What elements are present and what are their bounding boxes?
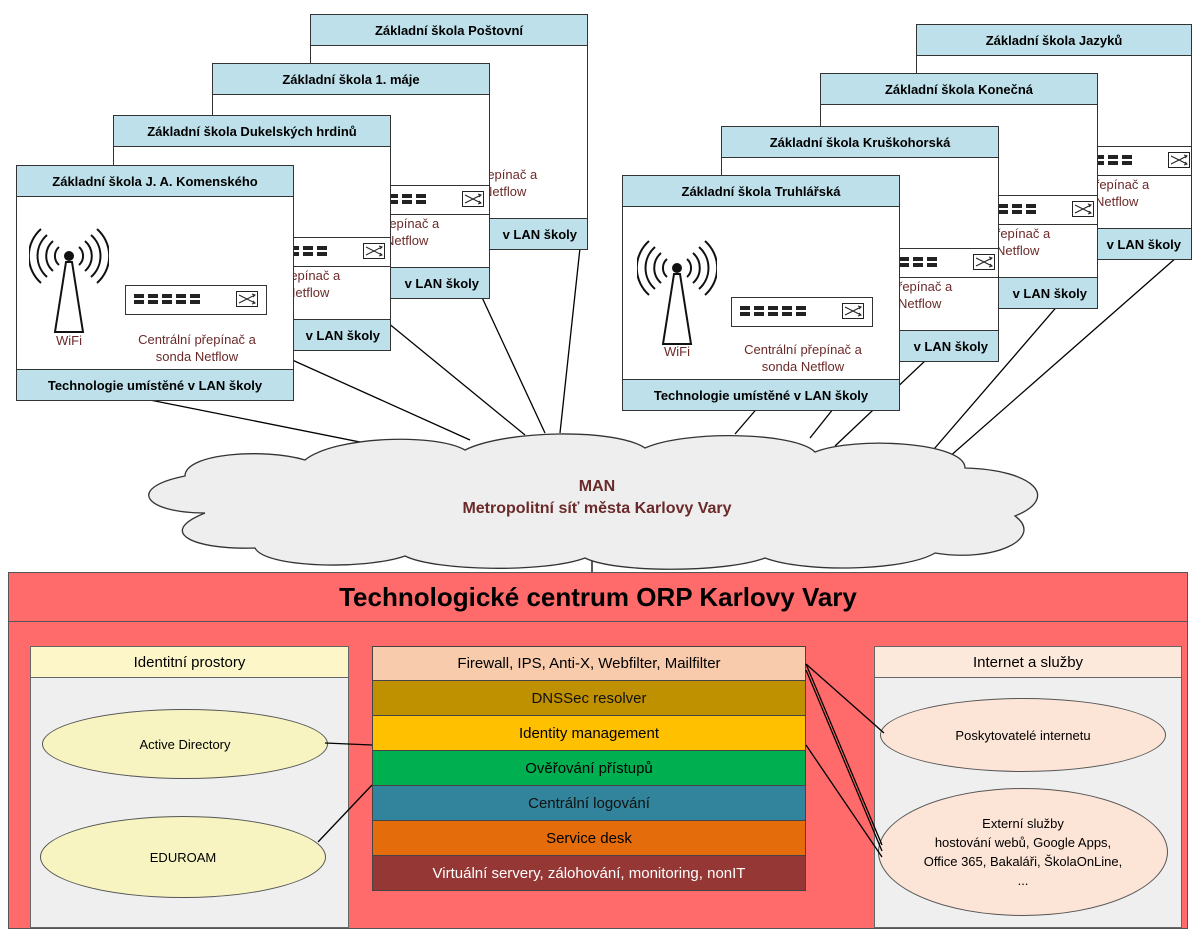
switch-icon — [125, 285, 267, 315]
man-cloud — [148, 433, 1039, 570]
layer-service-desk: Service desk — [372, 821, 806, 856]
school-name: Základní škola Poštovní — [311, 15, 587, 46]
school-card-komenskeho: Základní škola J. A. Komenského WiFi Cen… — [16, 165, 294, 401]
layer-central-logging: Centrální logování — [372, 786, 806, 821]
wifi-label: WiFi — [664, 344, 690, 359]
school-name: Základní škola Kruškohorská — [722, 127, 998, 158]
school-footer: Technologie umístěné v LAN školy — [17, 369, 293, 400]
security-layer-stack: Firewall, IPS, Anti-X, Webfilter, Mailfi… — [372, 646, 806, 891]
external-services-line: hostování webů, Google Apps, — [934, 835, 1112, 850]
external-services-line: ... — [1017, 873, 1029, 888]
school-name: Základní škola Jazyků — [917, 25, 1191, 56]
man-title: MAN — [578, 478, 616, 495]
internet-panel-title: Internet a služby — [875, 647, 1181, 678]
layer-firewall: Firewall, IPS, Anti-X, Webfilter, Mailfi… — [372, 646, 806, 681]
center-title: Technologické centrum ORP Karlovy Vary — [9, 573, 1187, 622]
school-name: Základní škola Konečná — [821, 74, 1097, 105]
external-services-line: Office 365, Bakaláři, ŠkolaOnLine, — [923, 854, 1123, 869]
layer-access-verification: Ověřování přístupů — [372, 751, 806, 786]
school-name: Základní škola 1. máje — [213, 64, 489, 95]
active-directory-node: Active Directory — [42, 709, 328, 779]
external-services-node: Externí služby hostování webů, Google Ap… — [878, 788, 1168, 916]
man-subtitle: Metropolitní síť města Karlovy Vary — [462, 500, 732, 517]
wifi-antenna-icon — [29, 228, 109, 333]
school-card-truhlarska: Základní škola Truhlářská WiFi Centrální… — [622, 175, 900, 411]
eduroam-node: EDUROAM — [40, 816, 326, 898]
internet-providers-node: Poskytovatelé internetu — [880, 698, 1166, 772]
switch-icon — [731, 297, 873, 327]
external-services-line: Externí služby — [982, 816, 1064, 831]
school-name: Základní škola Dukelských hrdinů — [114, 116, 390, 147]
school-name: Základní škola J. A. Komenského — [17, 166, 293, 197]
layer-virtual-servers: Virtuální servery, zálohování, monitorin… — [372, 856, 806, 891]
layer-identity-management: Identity management — [372, 716, 806, 751]
layer-dnssec: DNSSec resolver — [372, 681, 806, 716]
identity-panel-title: Identitní prostory — [31, 647, 348, 678]
school-footer: Technologie umístěné v LAN školy — [623, 379, 899, 410]
school-name: Základní škola Truhlářská — [623, 176, 899, 207]
wifi-antenna-icon — [637, 240, 717, 345]
wifi-label: WiFi — [56, 333, 82, 348]
